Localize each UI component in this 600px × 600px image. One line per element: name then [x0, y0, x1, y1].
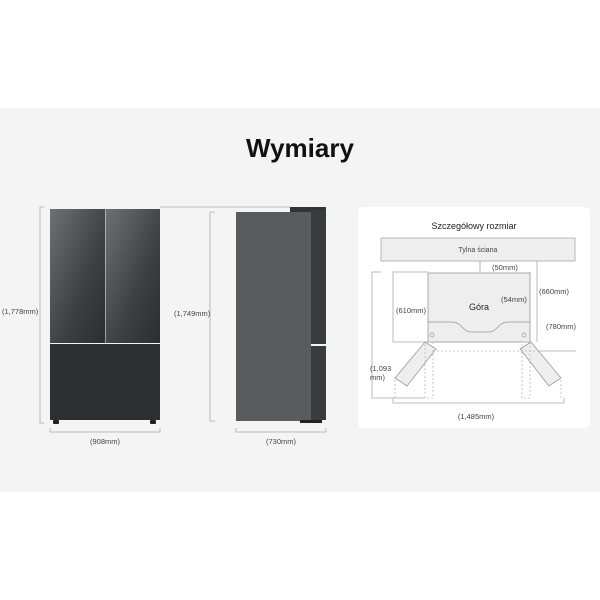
door-offset-label: (54mm)	[501, 295, 527, 304]
gap-label: (50mm)	[492, 263, 518, 272]
side-height-label: (1,749mm)	[174, 309, 211, 318]
open-width-line	[392, 398, 565, 404]
depth-780-label: (780mm)	[546, 322, 577, 331]
front-width-label: (908mm)	[90, 437, 121, 446]
foot	[150, 420, 156, 424]
left-open-door	[394, 341, 437, 387]
depth-610-line	[392, 271, 428, 343]
open-width-label: (1,485mm)	[458, 412, 495, 421]
front-height-line	[39, 206, 44, 424]
side-view-fridge	[236, 207, 326, 423]
side-door	[311, 210, 326, 344]
back-wall-label: Tylna ściana	[459, 247, 498, 254]
right-door	[105, 209, 160, 343]
side-drawer	[311, 346, 326, 420]
side-body	[236, 212, 311, 421]
front-view-fridge	[50, 209, 160, 424]
top-view-fridge	[427, 272, 531, 343]
side-depth-line	[235, 428, 327, 433]
front-width-line	[49, 428, 161, 433]
side-height-line	[209, 211, 215, 422]
foot	[53, 420, 59, 424]
freezer-drawer	[50, 344, 160, 420]
open-depth-line	[371, 272, 425, 399]
side-depth-label: (730mm)	[266, 437, 297, 446]
open-depth-label-1: (1,093	[370, 364, 391, 373]
depth-660-label: (660mm)	[539, 287, 570, 296]
side-foot	[300, 420, 322, 423]
depth-610-label: (610mm)	[396, 306, 427, 315]
back-wall	[380, 237, 576, 262]
front-height-label: (1,778mm)	[2, 307, 39, 316]
open-depth-label-2: mm)	[370, 373, 385, 382]
right-open-door	[519, 341, 562, 387]
side-top-cap	[290, 207, 326, 212]
detail-title: Szczegółowy rozmiar	[431, 221, 516, 231]
page-title: Wymiary	[246, 133, 354, 163]
left-door	[50, 209, 105, 343]
top-label: Góra	[469, 302, 489, 312]
